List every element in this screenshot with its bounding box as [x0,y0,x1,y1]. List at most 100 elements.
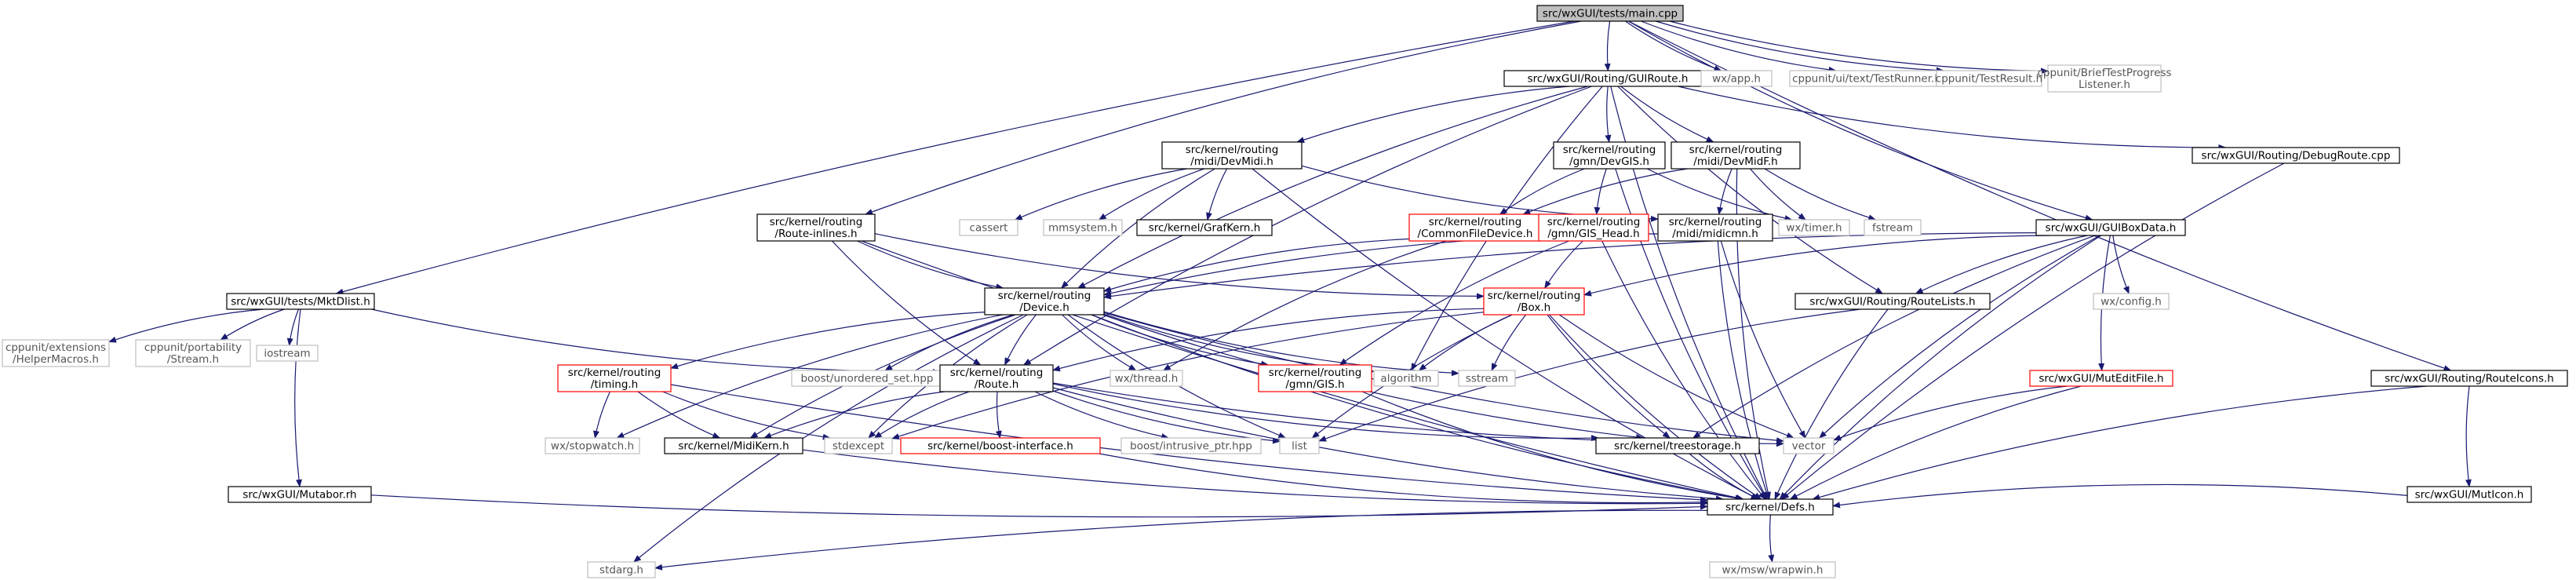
node-gishead[interactable]: src/kernel/routing/gmn/GIS_Head.h [1538,213,1649,242]
node-label: cppunit/ui/text/TestRunner.h [1792,73,1941,86]
node-wrapwin[interactable]: wx/msw/wrapwin.h [1709,561,1836,578]
node-label: src/wxGUI/Routing/RouteLists.h [1809,296,1975,308]
node-helpermacros[interactable]: cppunit/extensions/HelperMacros.h [2,339,110,367]
node-label: src/wxGUI/Routing/DebugRoute.cpp [2202,150,2391,162]
edge-routeicons-to-muticon [2465,385,2472,487]
node-box [1373,370,1439,387]
edge-route-to-treestorage [1052,383,1600,442]
node-fstream[interactable]: fstream [1864,219,1922,236]
edge-mktdlist-to-helpermacros [108,308,264,343]
node-routeinlines[interactable]: src/kernel/routing/Route-inlines.h [756,213,876,242]
node-wxtimer[interactable]: wx/timer.h [1778,219,1850,236]
edge-guiboxdata-to-wxconfig [2112,235,2130,294]
edge-routelists-to-defs [1774,308,1889,500]
node-grafkern[interactable]: src/kernel/GrafKern.h [1136,219,1273,236]
node-label: stdexcept [833,440,884,453]
edge-devmidi-to-grafkern [1206,168,1228,221]
node-testrunner[interactable]: cppunit/ui/text/TestRunner.h [1789,70,1944,87]
node-intrusive[interactable]: boost/intrusive_ptr.hpp [1120,437,1262,454]
node-box [135,339,251,367]
node-boostiface[interactable]: src/kernel/boost-interface.h [900,437,1101,454]
node-mutabor[interactable]: src/wxGUI/Mutabor.rh [228,486,372,503]
node-cassert[interactable]: cassert [959,219,1018,236]
node-guiboxdata[interactable]: src/wxGUI/GUIBoxData.h [2035,219,2186,236]
edge-timing-to-midikern [637,391,721,439]
edge-main-to-guiroute [1604,20,1611,71]
node-label: boost/unordered_set.hpp [800,373,933,385]
node-testresult[interactable]: cppunit/TestResult.h [1936,70,2042,87]
node-guiroute[interactable]: src/wxGUI/Routing/GUIRoute.h [1503,70,1712,87]
node-device[interactable]: src/kernel/routing/Device.h [984,287,1105,316]
node-box [228,486,372,503]
node-route[interactable]: src/kernel/routing/Route.h [939,364,1054,392]
node-mutedit[interactable]: src/wxGUI/MutEditFile.h [2029,370,2173,387]
edge-devmidi-to-mmsystem [1098,168,1205,221]
edge-gishead-to-gmngis [1339,240,1569,366]
edge-route-to-midikern [763,391,945,439]
node-devmidi[interactable]: src/kernel/routing/midi/DevMidi.h [1161,141,1303,170]
edge-box-to-route [1052,308,1485,372]
node-box [1553,141,1666,170]
edge-routelists-to-list [1318,308,1860,442]
node-box [2370,370,2568,387]
node-treestorage[interactable]: src/kernel/treestorage.h [1595,437,1760,454]
node-vector[interactable]: vector [1783,437,1835,454]
node-wxstopwatch[interactable]: wx/stopwatch.h [545,437,640,454]
edge-routeicons-to-defs [1812,385,2427,501]
node-label: src/kernel/routing [1488,290,1581,302]
node-main[interactable]: src/wxGUI/tests/main.cpp [1536,5,1684,22]
edge-devmidf-to-commonfile [1522,168,1688,215]
edge-guiboxdata-to-treestorage [1692,235,2096,439]
node-commonfile[interactable]: src/kernel/routing/CommonFileDevice.h [1408,213,1542,242]
node-wxthread[interactable]: wx/thread.h [1109,370,1183,387]
node-midicmn[interactable]: src/kernel/routing/midi/midicmn.h [1657,213,1773,242]
node-label: /gmn/GIS_Head.h [1547,228,1639,240]
node-portstream[interactable]: cppunit/portability/Stream.h [135,339,251,367]
node-algorithm[interactable]: algorithm [1373,370,1439,387]
node-label: src/kernel/treestorage.h [1614,440,1741,453]
node-box [226,293,375,310]
node-wxconfig[interactable]: wx/config.h [2093,293,2170,310]
node-midikern[interactable]: src/kernel/MidiKern.h [664,437,803,454]
edge-device-to-timing [670,312,986,370]
node-mmsystem[interactable]: mmsystem.h [1043,219,1123,236]
node-box [1109,370,1183,387]
node-box [256,345,319,362]
node-label: algorithm [1380,373,1431,385]
node-devmidf[interactable]: src/kernel/routing/midi/DevMidF.h [1671,141,1801,170]
edge-timing-to-defs [670,384,1708,503]
node-routeicons[interactable]: src/wxGUI/Routing/RouteIcons.h [2370,370,2568,387]
edge-mutedit-to-defs [1789,385,2082,500]
edge-routeinlines-to-device [857,240,1004,290]
edge-device-to-midikern [749,314,1016,439]
node-box [984,287,1105,316]
node-label: src/kernel/routing [1563,144,1656,156]
edge-timing-to-wxstopwatch [593,391,611,439]
node-devgis[interactable]: src/kernel/routing/gmn/DevGIS.h [1553,141,1666,170]
node-wxapp[interactable]: wx/app.h [1700,70,1773,87]
node-gmngis[interactable]: src/kernel/routing/gmn/GIS.h [1258,364,1372,392]
node-muticon[interactable]: src/wxGUI/MutIcon.h [2407,486,2532,503]
edge-muticon-to-defs [1832,483,2408,509]
node-defs[interactable]: src/kernel/Defs.h [1707,498,1834,516]
node-box [1536,5,1684,22]
edge-guiroute-to-devgis [1605,86,1612,143]
node-stdexcept[interactable]: stdexcept [824,437,893,454]
node-sstream[interactable]: sstream [1458,370,1516,387]
node-label: src/kernel/routing [770,216,863,228]
edge-main-to-mktdlist [335,20,1575,295]
node-unordered[interactable]: boost/unordered_set.hpp [791,370,943,387]
node-mktdlist[interactable]: src/wxGUI/tests/MktDlist.h [226,293,375,310]
node-list[interactable]: list [1279,437,1320,454]
node-timing[interactable]: src/kernel/routing/timing.h [557,364,672,392]
node-iostream[interactable]: iostream [256,345,319,362]
node-stdarg[interactable]: stdarg.h [587,561,656,578]
node-box [2093,293,2170,310]
node-box [664,437,803,454]
node-box[interactable]: src/kernel/routing/Box.h [1483,287,1585,316]
node-label: /Stream.h [167,353,219,366]
node-routelists[interactable]: src/wxGUI/Routing/RouteLists.h [1794,293,1991,310]
node-debugroute[interactable]: src/wxGUI/Routing/DebugRoute.cpp [2192,147,2400,164]
node-label: cassert [970,222,1008,235]
